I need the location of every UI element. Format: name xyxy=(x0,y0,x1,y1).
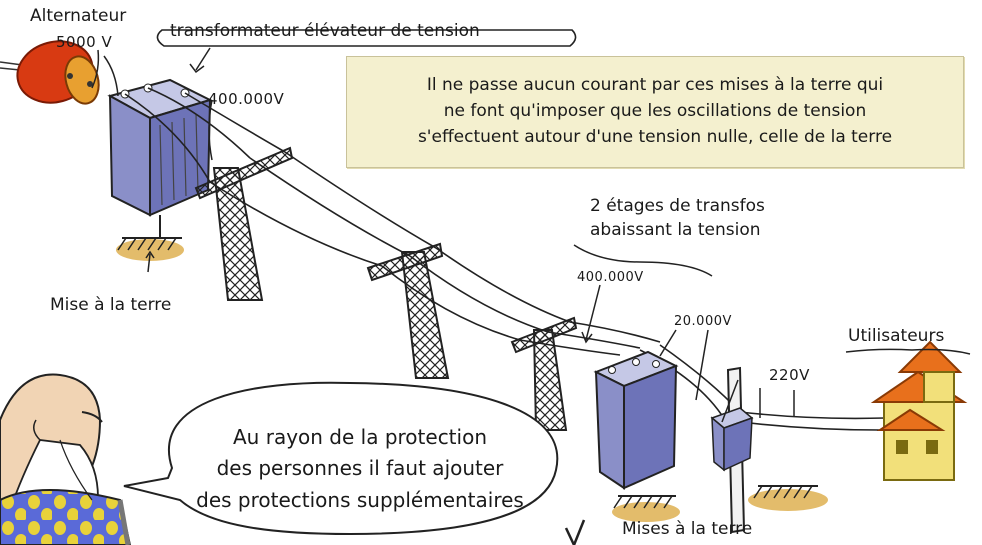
step-down-transformer xyxy=(593,350,679,490)
voltage-label-20kv: 20.000V xyxy=(674,314,732,329)
alternator xyxy=(0,40,100,105)
step-up-transformer xyxy=(107,78,213,238)
houses xyxy=(870,340,968,481)
alternator-label: Alternateur xyxy=(30,6,127,26)
old-man-character xyxy=(0,373,132,545)
ground-symbol xyxy=(116,237,184,273)
voltage-label-400kv-top: 400.000V xyxy=(208,90,285,108)
voltage-label-400kv-bottom: 400.000V xyxy=(577,270,644,285)
note-line-3: s'effectuent autour d'une tension nulle,… xyxy=(417,127,893,147)
alternator-voltage-label: 5000 V xyxy=(56,33,113,51)
speech-line-1: Au rayon de la protection xyxy=(233,425,487,449)
note-line-2: ne font qu'imposer que les oscillations … xyxy=(443,101,867,121)
users-label: Utilisateurs xyxy=(848,326,945,346)
voltage-label-220v: 220V xyxy=(769,366,810,384)
pylon xyxy=(366,242,450,379)
pylon xyxy=(194,146,294,301)
stepdown-stages-label-line1: 2 étages de transfos xyxy=(590,196,765,216)
ground-label: Mise à la terre xyxy=(50,295,172,315)
annotation-strokes xyxy=(91,29,971,423)
note-line-1: Il ne passe aucun courant par ces mises … xyxy=(426,75,884,95)
speech-line-2: des personnes il faut ajouter xyxy=(216,456,504,480)
ground-explanation-note: Il ne passe aucun courant par ces mises … xyxy=(346,56,964,168)
stepdown-stages-label-line2: abaissant la tension xyxy=(590,220,761,240)
speech-line-3: des protections supplémentaires xyxy=(196,488,524,512)
ground-symbol xyxy=(612,485,828,522)
step-up-transformer-label: transformateur élévateur de tension xyxy=(170,21,480,41)
pylon xyxy=(510,316,578,431)
grounds-label: Mises à la terre xyxy=(622,519,753,539)
scribble-mark xyxy=(564,519,586,545)
speech-bubble xyxy=(123,381,559,536)
utility-pole xyxy=(710,366,754,534)
